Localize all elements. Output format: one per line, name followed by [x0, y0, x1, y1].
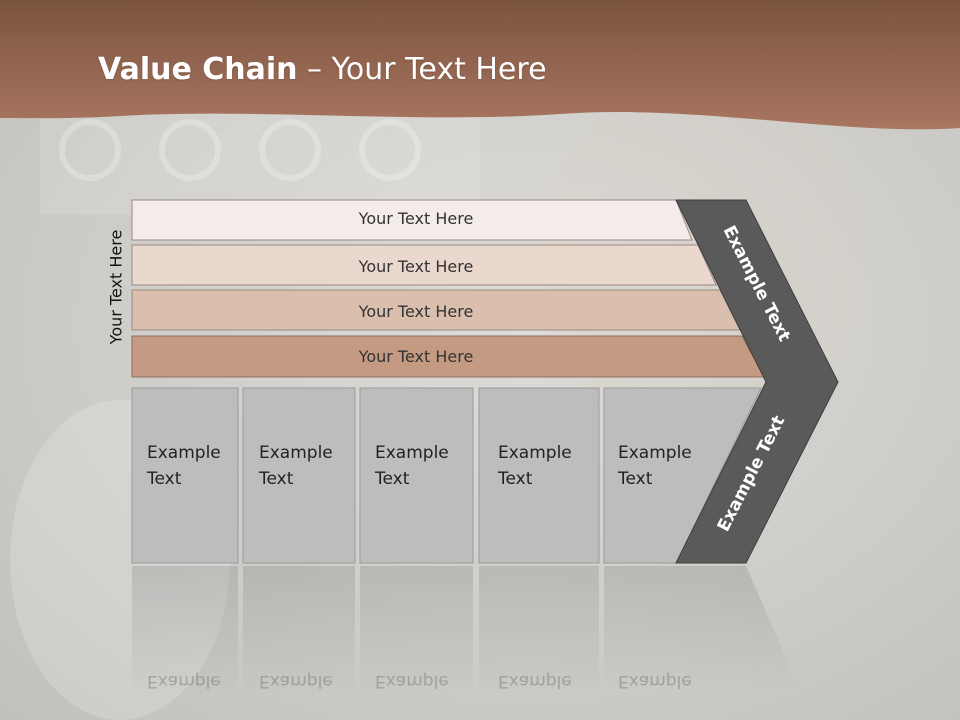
row-2-label: Your Text Here: [358, 257, 474, 276]
reflection-text-3: Example: [375, 671, 449, 691]
box-4-shape: [478, 387, 600, 564]
box-1-line-2: Text: [146, 469, 182, 489]
box-2-line-2: Text: [258, 469, 294, 489]
row-2: Your Text Here: [131, 244, 717, 286]
reflection-text-1: Example: [147, 671, 221, 691]
row-1-shape: [131, 199, 693, 241]
row-1: Your Text Here: [131, 199, 693, 241]
box-5-line-1: Example: [618, 443, 692, 463]
box-3-line-2: Text: [374, 469, 410, 489]
reflection-text-2: Example: [259, 671, 333, 691]
box-4-line-2: Text: [497, 469, 533, 489]
box-2: Example Text: [242, 387, 356, 564]
box-3-shape: [359, 387, 474, 564]
box-3-line-1: Example: [375, 443, 449, 463]
reflection-text-5: Example: [618, 671, 692, 691]
title-rest: – Your Text Here: [297, 52, 547, 87]
box-4-line-1: Example: [498, 443, 572, 463]
reflection-text-4: Example: [498, 671, 572, 691]
reflection: Example Example Example Example Example: [132, 566, 800, 696]
box-1-shape: [131, 387, 239, 564]
chevron-shape: [675, 199, 839, 564]
row-4: Your Text Here: [131, 335, 765, 378]
box-4: Example Text: [478, 387, 600, 564]
slide-title: Value Chain – Your Text Here: [98, 52, 547, 87]
box-1-line-1: Example: [147, 443, 221, 463]
box-1: Example Text: [131, 387, 239, 564]
row-1-label: Your Text Here: [358, 209, 474, 228]
row-2-shape: [131, 244, 717, 286]
title-bold: Value Chain: [98, 52, 298, 87]
box-2-line-1: Example: [259, 443, 333, 463]
row-3-label: Your Text Here: [358, 302, 474, 321]
box-2-shape: [242, 387, 356, 564]
header-band: [0, 0, 960, 130]
box-5-line-2: Text: [617, 469, 653, 489]
row-4-label: Your Text Here: [358, 347, 474, 366]
row-3: Your Text Here: [131, 289, 741, 331]
box-3: Example Text: [359, 387, 474, 564]
